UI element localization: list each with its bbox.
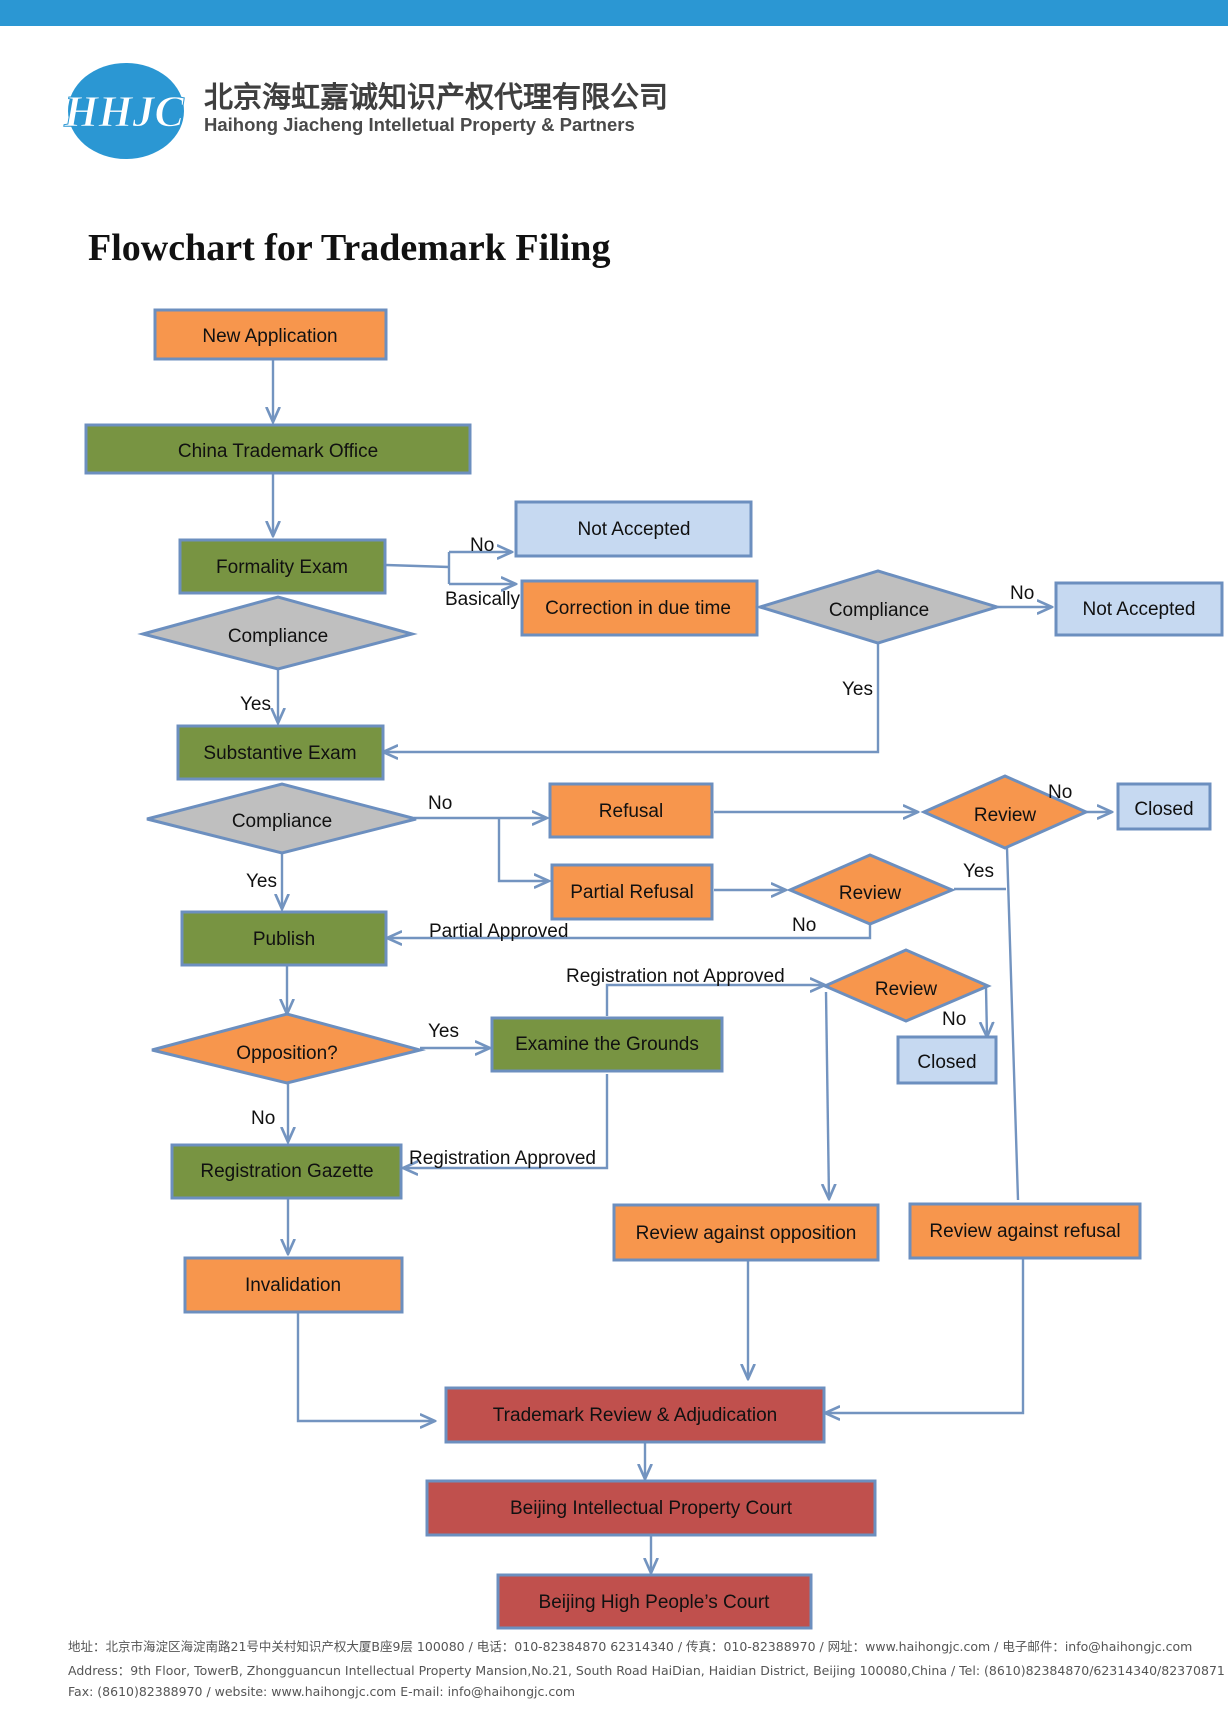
edge-review-to-review-against-refusal — [1005, 847, 1020, 1201]
node-beijing-ip-court: Beijing Intellectual Property Court — [425, 1479, 877, 1537]
node-review-grounds: Review — [821, 948, 992, 1023]
node-label: Beijing High People’s Court — [539, 1592, 771, 1613]
edge-to-partial-refusal — [497, 818, 549, 881]
node-correction-in-due-time: Correction in due time — [520, 579, 759, 637]
label-partial-approved: Partial Approved — [429, 921, 568, 942]
node-formality-exam: Formality Exam — [178, 538, 387, 595]
label-compliance-correction-yes: Yes — [842, 679, 873, 700]
edge-grounds-up — [605, 985, 825, 1016]
node-label: Closed — [1134, 799, 1193, 820]
nodes: New Application China Trademark Office F… — [84, 308, 1224, 1630]
label-review-refusal-no: No — [1048, 782, 1072, 803]
node-label: New Application — [202, 326, 337, 347]
edge-formality-to-split — [385, 563, 450, 569]
node-compliance-formality: Compliance — [137, 595, 418, 671]
label-review-refusal-yes: Yes — [963, 861, 994, 882]
node-compliance-correction: Compliance — [754, 569, 1003, 645]
node-review-against-opposition: Review against opposition — [612, 1203, 880, 1262]
top-color-bar — [0, 0, 1228, 26]
node-label: Review against opposition — [636, 1223, 857, 1244]
node-label: Correction in due time — [545, 598, 731, 619]
node-label: Compliance — [829, 600, 929, 621]
node-label: Beijing Intellectual Property Court — [510, 1498, 793, 1519]
node-label: Review — [974, 805, 1037, 826]
node-label: Not Accepted — [577, 519, 690, 540]
node-label: Partial Refusal — [570, 882, 694, 903]
edge-compliance2-yes — [383, 644, 880, 752]
label-opposition-no: No — [251, 1108, 275, 1129]
node-new-application: New Application — [153, 308, 388, 361]
node-registration-gazette: Registration Gazette — [170, 1143, 403, 1200]
node-label: Review against refusal — [929, 1221, 1120, 1242]
node-beijing-high-court: Beijing High People’s Court — [496, 1573, 813, 1630]
edge-review-grounds-no — [986, 986, 987, 1037]
edge-review-to-review-against-opposition — [826, 991, 829, 1199]
edge-partial-approved — [387, 923, 872, 938]
label-formality-basically: Basically — [445, 589, 520, 610]
node-label: Review — [839, 883, 902, 904]
node-publish: Publish — [180, 910, 388, 967]
footer-contact: Fax: (8610)82388970 / website: www.haiho… — [68, 1684, 576, 1699]
node-examine-the-grounds: Examine the Grounds — [490, 1016, 724, 1073]
node-label: Trademark Review & Adjudication — [493, 1405, 777, 1426]
node-label: Refusal — [599, 801, 663, 822]
node-refusal: Refusal — [548, 782, 714, 839]
label-substantive-no: No — [428, 793, 452, 814]
page-title: Flowchart for Trademark Filing — [88, 227, 611, 269]
node-label: Closed — [917, 1052, 976, 1073]
node-opposition: Opposition? — [151, 1012, 426, 1085]
node-partial-refusal: Partial Refusal — [550, 863, 714, 921]
connectors — [273, 360, 1112, 1573]
edge-labels: No Basically No Yes Yes No Yes No Yes No… — [240, 535, 1072, 1169]
edge-refusal-review-to-tmra — [825, 1259, 1025, 1413]
footer-address-en: Address：9th Floor, TowerB, Zhongguancun … — [68, 1663, 1225, 1678]
node-substantive-exam: Substantive Exam — [176, 724, 385, 781]
node-review-against-refusal: Review against refusal — [908, 1202, 1142, 1260]
label-compliance-correction-no: No — [1010, 583, 1034, 604]
node-label: Substantive Exam — [203, 743, 356, 764]
company-name-chinese: 北京海虹嘉诚知识产权代理有限公司 — [204, 80, 669, 114]
node-trademark-review-adjudication: Trademark Review & Adjudication — [444, 1386, 826, 1444]
node-closed-1: Closed — [1116, 782, 1212, 831]
node-label: Review — [875, 979, 938, 1000]
footer-address-cn: 地址：北京市海淀区海淀南路21号中关村知识产权大厦B座9层 100080 / 电… — [68, 1639, 1193, 1654]
company-name-english: Haihong Jiacheng Intelletual Property & … — [204, 114, 635, 135]
edge-registration-approved — [403, 1074, 609, 1168]
label-opposition-yes: Yes — [428, 1021, 459, 1042]
node-not-accepted-1: Not Accepted — [514, 500, 753, 558]
logo-text: HHJC — [63, 87, 184, 136]
edge-invalidation-to-tmra — [296, 1312, 435, 1421]
node-label: China Trademark Office — [178, 441, 378, 462]
node-label: Examine the Grounds — [515, 1034, 699, 1055]
node-review-refusal: Review — [920, 774, 1090, 850]
node-china-trademark-office: China Trademark Office — [84, 423, 472, 475]
node-compliance-substantive: Compliance — [146, 782, 417, 855]
label-review-grounds-no: No — [942, 1009, 966, 1030]
node-review-partial: Review — [786, 853, 956, 926]
label-registration-not-approved: Registration not Approved — [566, 966, 785, 987]
label-substantive-yes: Yes — [246, 871, 277, 892]
label-formality-no: No — [470, 535, 494, 556]
node-invalidation: Invalidation — [183, 1256, 404, 1314]
node-label: Invalidation — [245, 1275, 341, 1296]
label-registration-approved: Registration Approved — [409, 1148, 596, 1169]
node-label: Formality Exam — [216, 557, 348, 578]
node-label: Publish — [253, 929, 315, 950]
node-label: Opposition? — [236, 1043, 337, 1064]
label-compliance-formality-yes: Yes — [240, 694, 271, 715]
company-logo: HHJC — [63, 63, 185, 159]
label-review-partial-no: No — [792, 915, 816, 936]
node-label: Registration Gazette — [200, 1161, 373, 1182]
node-label: Compliance — [228, 626, 328, 647]
node-label: Not Accepted — [1082, 599, 1195, 620]
node-label: Compliance — [232, 811, 332, 832]
node-not-accepted-2: Not Accepted — [1054, 581, 1224, 637]
node-closed-2: Closed — [896, 1035, 998, 1085]
